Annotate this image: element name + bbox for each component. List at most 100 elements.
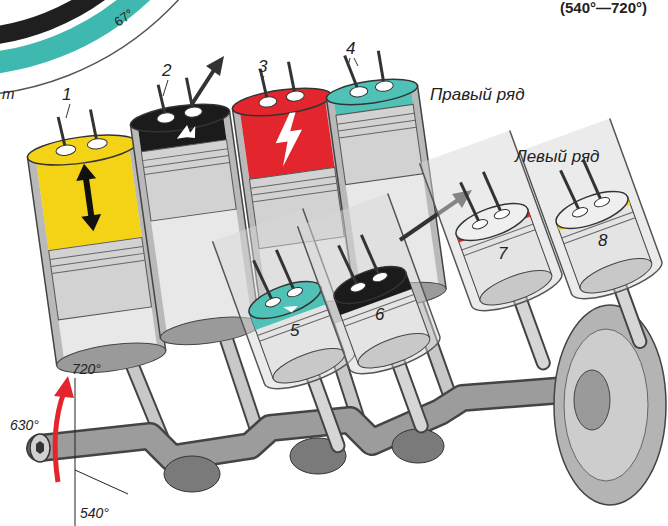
angle-label: 67°: [112, 7, 136, 30]
cylinder-exhaust: [175, 124, 197, 141]
callout-number: 4: [346, 40, 355, 59]
cylinder-compression: [325, 75, 419, 110]
piston-exhaust: [298, 193, 467, 442]
piston-exhaust: [354, 327, 434, 376]
crank-angle-dial: [0, 0, 256, 96]
cylinder-intake: [74, 162, 96, 181]
cylinder-exhaust: [129, 99, 231, 137]
crankshaft: [392, 429, 444, 463]
piston-exhaust: [371, 271, 389, 284]
leader-line: [163, 80, 168, 96]
cylinder-compression: [336, 104, 423, 184]
piston-power: [452, 196, 533, 248]
cylinder-compression: [338, 120, 415, 131]
piston-compression: [254, 259, 273, 304]
crank-angle-dial: [0, 0, 225, 65]
angle-label: 630°: [10, 418, 39, 433]
piston-compression: [283, 302, 299, 314]
callout-number: 1: [62, 86, 71, 105]
cylinder-exhaust: [184, 106, 203, 118]
piston-compression: [245, 274, 326, 326]
piston-compression: [264, 296, 282, 309]
text-fragment: т: [2, 86, 15, 103]
crankshaft: [30, 434, 50, 462]
flywheel: [554, 305, 666, 505]
leader-line: [66, 104, 70, 118]
row-label: Правый ряд: [430, 86, 525, 105]
angle-indicator: [55, 392, 64, 482]
piston-intake: [593, 196, 611, 209]
piston-intake: [561, 169, 580, 214]
exhaust-arrow: [192, 70, 214, 104]
cylinder-intake: [55, 144, 76, 157]
cylinder-exhaust: [156, 112, 175, 124]
flywheel: [564, 329, 648, 481]
cylinder-number: 8: [598, 232, 607, 251]
piston-intake: [552, 184, 633, 236]
crankshaft: [30, 390, 565, 492]
cylinder-intake: [26, 129, 139, 170]
piston-exhaust: [345, 300, 416, 326]
cylinder-power: [231, 83, 333, 121]
piston-power: [461, 181, 480, 226]
cylinder-intake: [50, 246, 143, 259]
callout-number: 2: [162, 62, 171, 81]
piston-power: [476, 264, 556, 313]
crank-angle-dial: [0, 0, 198, 38]
angle-indicator: [75, 378, 76, 526]
angle-range: (540°—720°): [560, 0, 647, 17]
cylinder-number: 5: [290, 322, 299, 341]
angle-indicator: [54, 376, 128, 526]
cylinder-intake: [81, 214, 103, 233]
cylinder-power: [252, 183, 337, 195]
row-label: Левый ряд: [515, 148, 599, 167]
leader-line: [354, 58, 358, 66]
cylinder-intake: [52, 260, 145, 273]
piston-exhaust: [298, 193, 445, 382]
piston-exhaust: [349, 281, 367, 294]
angle-label: 540°: [80, 506, 109, 521]
crank-angle-dial: [0, 0, 256, 96]
piston-exhaust: [361, 234, 380, 278]
cylinder-power: [272, 112, 307, 167]
cylinder-compression: [375, 80, 394, 92]
cylinder-power: [258, 96, 277, 108]
cylinder-exhaust: [145, 163, 230, 175]
cylinder-power: [251, 176, 336, 188]
leader-line: [262, 76, 264, 80]
cylinder-exhaust: [141, 140, 236, 221]
flywheel: [574, 370, 610, 430]
crankshaft: [164, 456, 220, 492]
piston-intake: [571, 206, 589, 219]
cylinder-intake: [55, 337, 168, 378]
piston-power: [493, 208, 511, 221]
piston-power: [471, 218, 489, 231]
flywheel: [554, 305, 666, 505]
piston-compression: [260, 315, 331, 341]
callout-number: 3: [258, 58, 267, 77]
cylinder-exhaust: [144, 156, 229, 168]
cylinder-intake: [51, 253, 144, 266]
cylinder-intake: [86, 176, 92, 220]
piston-exhaust: [330, 259, 411, 311]
cylinder-intake: [87, 137, 108, 150]
leader-line: [348, 58, 350, 66]
angle-indicator: [75, 470, 128, 494]
cylinder-power: [286, 90, 305, 102]
angle-indicator: [54, 376, 74, 398]
piston-intake: [576, 252, 656, 301]
piston-intake: [520, 118, 667, 307]
piston-power: [483, 171, 502, 215]
exhaust-arrow: [192, 56, 224, 104]
cylinder-compression: [349, 86, 368, 98]
cylinder-power: [253, 190, 338, 202]
cylinder-intake: [49, 238, 152, 320]
exhaust-arrow: [206, 56, 224, 76]
crankshaft: [36, 441, 44, 454]
piston-compression: [269, 342, 349, 391]
cylinder-compression: [337, 113, 414, 124]
piston-compression: [276, 249, 295, 293]
